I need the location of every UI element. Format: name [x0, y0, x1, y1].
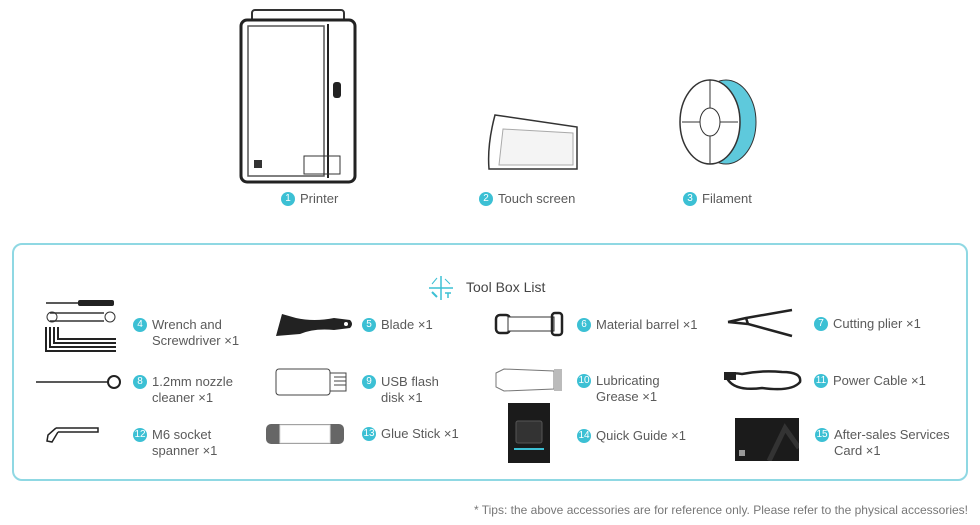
- number-badge: 1: [281, 192, 295, 206]
- top-item-filament: 3 Filament: [683, 191, 752, 207]
- touch-screen-image: [487, 114, 578, 170]
- item-label: USB flash: [381, 374, 439, 389]
- number-badge: 7: [814, 317, 828, 331]
- number-badge: 3: [683, 192, 697, 206]
- tool-item-glue-stick: 13 Glue Stick ×1: [362, 426, 459, 442]
- item-label: Power Cable ×1: [833, 373, 926, 388]
- item-label: Grease ×1: [596, 389, 658, 404]
- tool-item-quick-guide: 14 Quick Guide ×1: [577, 428, 686, 444]
- item-label: Lubricating: [596, 373, 660, 388]
- item-label: Screwdriver ×1: [152, 333, 240, 348]
- item-label: Glue Stick ×1: [381, 426, 459, 441]
- number-badge: 11: [814, 374, 828, 388]
- number-badge: 4: [133, 318, 147, 332]
- tool-item-material-barrel: 6 Material barrel ×1: [577, 317, 698, 333]
- item-label: Blade ×1: [381, 317, 433, 332]
- top-item-touch-screen: 2 Touch screen: [479, 191, 575, 207]
- socket-spanner-image: [46, 427, 99, 443]
- tool-box-title: Tool Box List: [466, 279, 546, 295]
- item-label: Printer: [300, 191, 339, 206]
- nozzle-cleaner-image: [36, 375, 121, 389]
- printer-image: [239, 9, 357, 184]
- filament-spool-image: [679, 79, 757, 165]
- material-barrel-image: [494, 311, 564, 337]
- tool-box-list-panel: [12, 243, 968, 481]
- tools-icon: [429, 276, 453, 300]
- number-badge: 13: [362, 427, 376, 441]
- number-badge: 10: [577, 374, 591, 388]
- number-badge: 9: [362, 375, 376, 389]
- blade-image: [276, 314, 352, 336]
- glue-stick-image: [266, 424, 344, 444]
- cutting-plier-image: [727, 308, 793, 338]
- item-label: spanner ×1: [152, 443, 218, 458]
- item-label: disk ×1: [381, 390, 423, 405]
- item-label: Filament: [702, 191, 752, 206]
- item-label: Touch screen: [498, 191, 576, 206]
- lubricating-grease-image: [495, 368, 562, 392]
- top-item-printer: 1 Printer: [281, 191, 338, 207]
- number-badge: 12: [133, 428, 147, 442]
- wrench-screwdriver-image: [45, 300, 116, 352]
- item-label: cleaner ×1: [152, 390, 214, 405]
- quick-guide-image: [508, 403, 550, 463]
- tool-item-power-cable: 11 Power Cable ×1: [814, 373, 926, 389]
- tips-note: * Tips: the above accessories are for re…: [473, 503, 968, 517]
- usb-flash-disk-image: [275, 368, 347, 396]
- item-label: Wrench and: [152, 317, 222, 332]
- number-badge: 15: [815, 428, 829, 442]
- item-label: After-sales Services: [834, 427, 950, 442]
- number-badge: 6: [577, 318, 591, 332]
- item-label: Material barrel ×1: [596, 317, 698, 332]
- number-badge: 2: [479, 192, 493, 206]
- item-label: Quick Guide ×1: [596, 428, 686, 443]
- tool-item-blade: 5 Blade ×1: [362, 317, 433, 333]
- item-label: Card ×1: [834, 443, 881, 458]
- tool-item-cutting-plier: 7 Cutting plier ×1: [814, 316, 921, 332]
- item-label: 1.2mm nozzle: [152, 374, 233, 389]
- power-cable-image: [724, 370, 802, 391]
- number-badge: 8: [133, 375, 147, 389]
- after-sales-card-image: [735, 418, 799, 461]
- number-badge: 14: [577, 429, 591, 443]
- item-label: Cutting plier ×1: [833, 316, 921, 331]
- item-label: M6 socket: [152, 427, 212, 442]
- number-badge: 5: [362, 318, 376, 332]
